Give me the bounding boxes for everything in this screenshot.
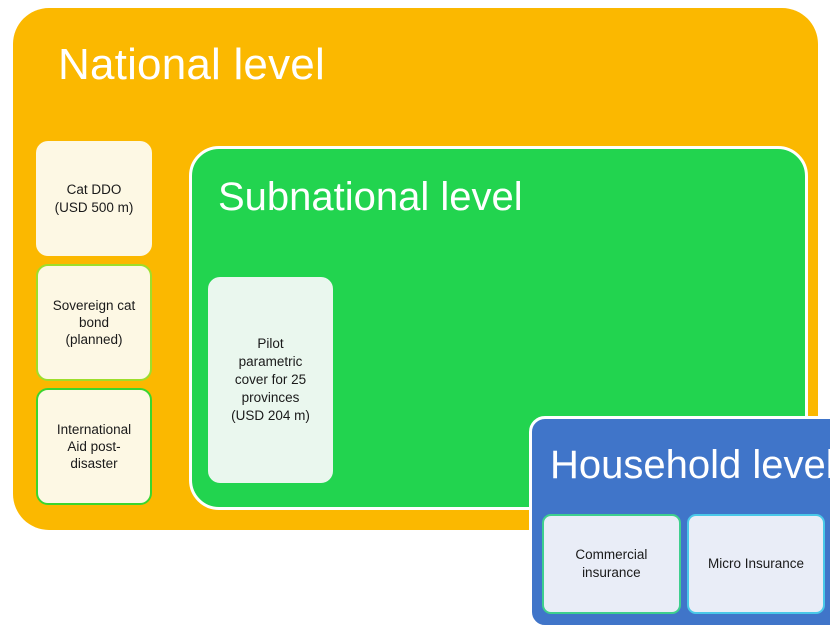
instrument-line-1: Sovereign cat — [52, 297, 136, 313]
household-instrument-commercial-insurance[interactable]: Commercial insurance — [542, 514, 681, 614]
instrument-text: Sovereign cat bond (planned) — [53, 297, 136, 349]
household-level-container: Household level Commercial insurance Mic… — [529, 416, 830, 628]
instrument-line-2: (USD 500 m) — [54, 199, 134, 215]
subnational-instrument-pilot-parametric-cover[interactable]: Pilot parametric cover for 25 provinces … — [208, 277, 333, 483]
national-level-container: National level Cat DDO (USD 500 m) Sover… — [13, 8, 830, 628]
household-level-title: Household level — [550, 443, 830, 487]
subnational-level-title: Subnational level — [218, 175, 523, 219]
instrument-line-1: Cat DDO — [66, 182, 122, 198]
subnational-level-container: Subnational level Pilot parametric cover… — [189, 146, 830, 628]
instrument-line-1: Pilot — [257, 335, 284, 351]
instrument-text: Micro Insurance — [708, 555, 804, 573]
instrument-line-1: Commercial — [575, 547, 648, 563]
national-instrument-list: Cat DDO (USD 500 m) Sovereign cat bond (… — [36, 141, 152, 505]
instrument-text: Pilot parametric cover for 25 provinces … — [231, 335, 310, 425]
household-instrument-list: Commercial insurance Micro Insurance Cat… — [542, 514, 830, 614]
instrument-text: International Aid post- disaster — [57, 421, 131, 473]
instrument-line-2: Aid post- — [67, 438, 121, 454]
instrument-text: Commercial insurance — [575, 546, 647, 581]
national-instrument-international-aid[interactable]: International Aid post- disaster — [36, 388, 152, 505]
instrument-line-5: (USD 204 m) — [231, 408, 310, 424]
instrument-line-2: insurance — [582, 565, 641, 580]
instrument-line-2: parametric — [238, 353, 303, 369]
instrument-line-2: bond — [78, 314, 110, 330]
instrument-line-3: cover for 25 — [234, 371, 307, 387]
instrument-line-3: disaster — [70, 456, 118, 472]
instrument-line-1: Micro Insurance — [707, 556, 805, 572]
diagram-canvas: National level Cat DDO (USD 500 m) Sover… — [13, 8, 830, 628]
household-instrument-micro-insurance[interactable]: Micro Insurance — [686, 514, 826, 614]
national-instrument-sovereign-cat-bond[interactable]: Sovereign cat bond (planned) — [36, 264, 152, 381]
national-level-title: National level — [58, 40, 325, 89]
instrument-line-4: provinces — [241, 390, 300, 406]
instrument-text: Cat DDO (USD 500 m) — [55, 181, 134, 216]
instrument-line-1: International — [56, 421, 132, 437]
national-instrument-cat-ddo[interactable]: Cat DDO (USD 500 m) — [36, 141, 152, 256]
instrument-line-3: (planned) — [65, 332, 123, 348]
